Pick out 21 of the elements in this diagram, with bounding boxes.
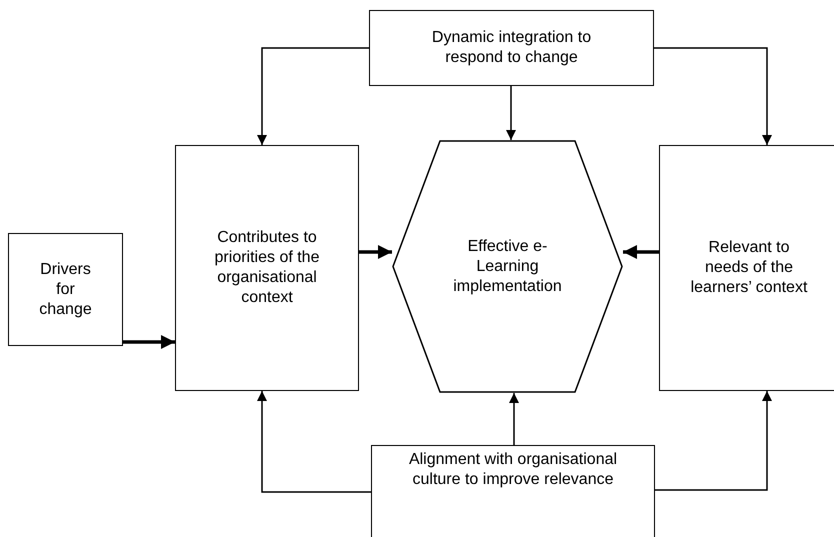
hexagon-node xyxy=(392,140,623,393)
process-box xyxy=(659,145,834,391)
arrow xyxy=(257,47,369,145)
process-box xyxy=(8,233,123,346)
arrow xyxy=(506,86,516,140)
node-label: Alignment with organisational culture to improve relevance xyxy=(408,450,618,490)
arrow xyxy=(509,393,519,445)
process-box xyxy=(371,445,655,537)
node-label: Drivers for change xyxy=(38,260,93,320)
arrow xyxy=(257,391,371,493)
arrow xyxy=(623,245,659,259)
arrow xyxy=(654,47,772,145)
arrow xyxy=(359,245,392,259)
node-label: Dynamic integration to respond to change xyxy=(430,28,592,68)
arrow xyxy=(123,335,175,349)
process-box xyxy=(175,145,359,391)
arrow xyxy=(655,391,772,491)
node-label: Relevant to needs of the learners’ context xyxy=(690,238,808,298)
node-label: Effective e-Learning implementation xyxy=(452,236,563,296)
node-label: Contributes to priorities of the organisational context xyxy=(214,228,320,308)
process-box xyxy=(369,10,654,86)
